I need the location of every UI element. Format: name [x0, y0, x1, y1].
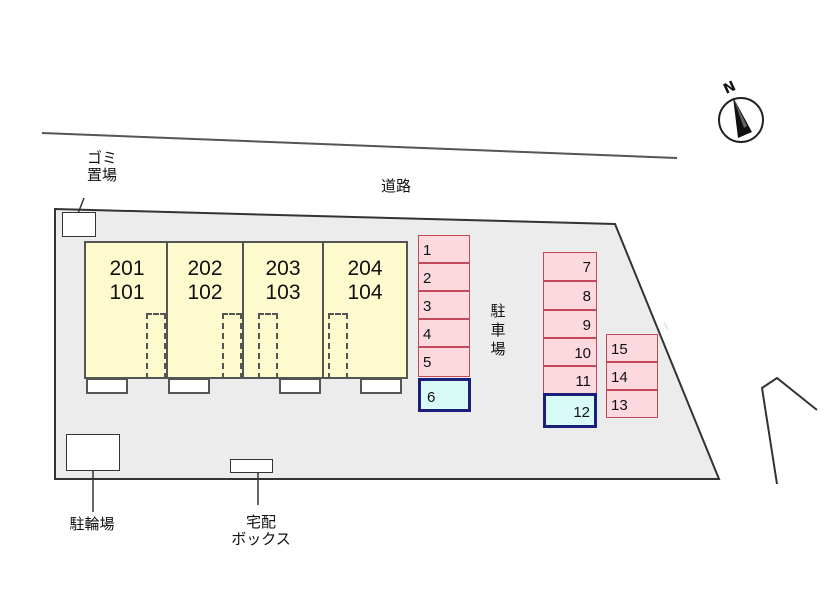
unit-dashed-outline: [328, 313, 348, 379]
unit-lower-number: 103: [265, 281, 301, 304]
unit-lower-number: 104: [347, 281, 383, 304]
bicycle-parking-label: 駐輪場: [69, 515, 115, 533]
unit-upper-number: 201: [109, 257, 145, 280]
unit-porch: [86, 378, 128, 394]
unit-porch: [279, 378, 321, 394]
parking-space-13: 13: [606, 390, 658, 418]
delivery-box-label: 宅配 ボックス: [231, 513, 291, 548]
unit-porch: [360, 378, 402, 394]
parking-space-11: 11: [543, 366, 597, 394]
parking-space-9: 9: [543, 310, 597, 338]
neighbor-outline: [760, 376, 818, 485]
compass-icon: [718, 97, 764, 143]
parking-space-12: 12: [543, 393, 597, 428]
garbage-area: [62, 212, 96, 237]
parking-label: 駐車場: [490, 302, 506, 358]
unit-upper-number: 203: [265, 257, 301, 280]
parking-space-4: 4: [418, 319, 470, 347]
unit-upper-number: 204: [347, 257, 383, 280]
parking-space-8: 8: [543, 281, 597, 310]
parking-space-6: 6: [418, 378, 471, 412]
garbage-area-label: ゴミ 置場: [86, 149, 117, 184]
unit-porch: [168, 378, 210, 394]
unit-dashed-outline: [258, 313, 278, 379]
parking-space-2: 2: [418, 263, 470, 291]
lot-notch: [663, 321, 669, 331]
road-edge-line: [41, 132, 678, 159]
unit-dashed-outline: [146, 313, 166, 379]
parking-space-7: 7: [543, 252, 597, 281]
parking-space-5: 5: [418, 347, 470, 377]
parking-space-1: 1: [418, 235, 470, 263]
delivery-box: [230, 459, 273, 473]
bicycle-parking-area: [66, 434, 120, 471]
road-label: 道路: [380, 177, 411, 195]
unit-upper-number: 202: [187, 257, 223, 280]
unit-lower-number: 102: [187, 281, 223, 304]
parking-space-3: 3: [418, 291, 470, 319]
unit-lower-number: 101: [109, 281, 145, 304]
unit-dashed-outline: [222, 313, 242, 379]
parking-space-10: 10: [543, 338, 597, 366]
parking-space-14: 14: [606, 362, 658, 390]
parking-space-15: 15: [606, 334, 658, 362]
